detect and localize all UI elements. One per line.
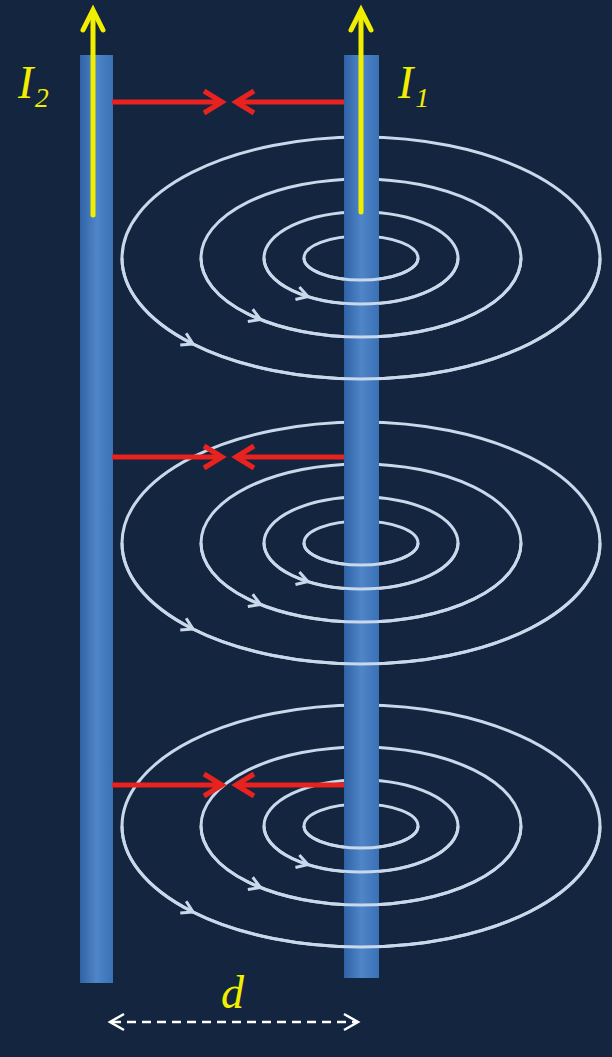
force-arrow <box>236 91 344 113</box>
dimension-line <box>110 1014 358 1030</box>
field-line <box>122 543 600 664</box>
field-line <box>201 258 521 337</box>
dimension-label: d <box>221 970 244 1016</box>
force-arrow <box>112 774 222 796</box>
force-arrow <box>112 446 222 468</box>
field-line <box>201 826 521 905</box>
force-arrow <box>112 91 344 796</box>
current-label: I₁ <box>398 60 429 106</box>
direction-chevron <box>295 287 307 300</box>
direction-chevron <box>295 572 307 585</box>
direction-chevron <box>248 877 261 889</box>
field-line <box>264 826 458 872</box>
field-line <box>264 543 458 589</box>
wire <box>80 55 113 983</box>
field-line <box>304 826 418 848</box>
direction-chevron <box>180 333 193 345</box>
field-lines <box>122 258 600 947</box>
field-line <box>264 258 458 304</box>
direction-chevron <box>180 901 193 913</box>
field-line <box>201 543 521 622</box>
force-arrow <box>236 446 344 468</box>
field-direction <box>180 287 308 913</box>
field-line <box>122 826 600 947</box>
field-line <box>122 258 600 379</box>
current-arrow <box>83 10 371 215</box>
field-line <box>304 258 418 280</box>
direction-chevron <box>248 594 261 606</box>
current-label: I₂ <box>18 60 49 106</box>
field-line <box>304 543 418 565</box>
direction-chevron <box>180 618 193 630</box>
force-arrow <box>112 91 222 113</box>
direction-chevron <box>295 855 307 868</box>
direction-chevron <box>248 309 261 321</box>
force-arrow <box>236 774 344 796</box>
